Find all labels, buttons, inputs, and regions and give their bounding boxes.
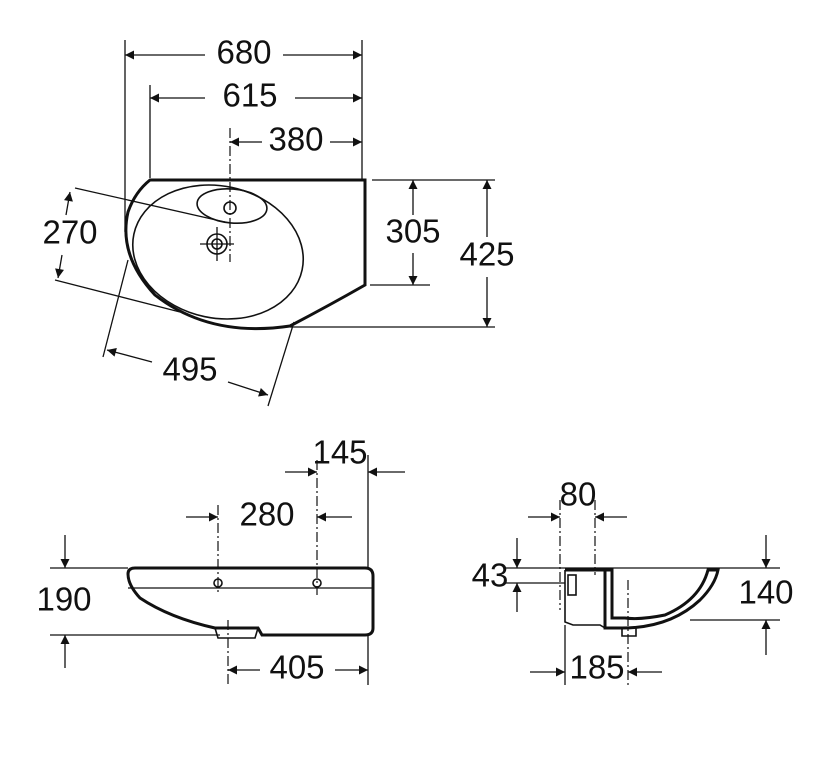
dim-380: 380: [268, 121, 323, 158]
dim-680: 680: [216, 34, 271, 71]
side-view: 145 280 190 405: [36, 434, 405, 686]
dim-140: 140: [738, 574, 793, 611]
bowl-outline: [131, 184, 305, 320]
dim-615: 615: [222, 77, 277, 114]
dim-495: 495: [162, 351, 217, 388]
dim-305: 305: [385, 213, 440, 250]
dim-190: 190: [36, 581, 91, 618]
dim-185: 185: [569, 649, 624, 686]
dim-43: 43: [472, 557, 509, 594]
dim-405: 405: [269, 649, 324, 686]
section-outline: [565, 568, 720, 630]
dim-280: 280: [239, 496, 294, 533]
side-outline: [126, 566, 375, 637]
dim-270: 270: [42, 214, 97, 251]
dim-145: 145: [312, 434, 367, 471]
basin-outline: [124, 178, 367, 331]
top-view: 680 615 380 305 425 270 495: [42, 34, 515, 407]
section-view: 80 43 140 185: [472, 476, 794, 686]
dim-425: 425: [459, 236, 514, 273]
dim-80: 80: [560, 476, 597, 513]
